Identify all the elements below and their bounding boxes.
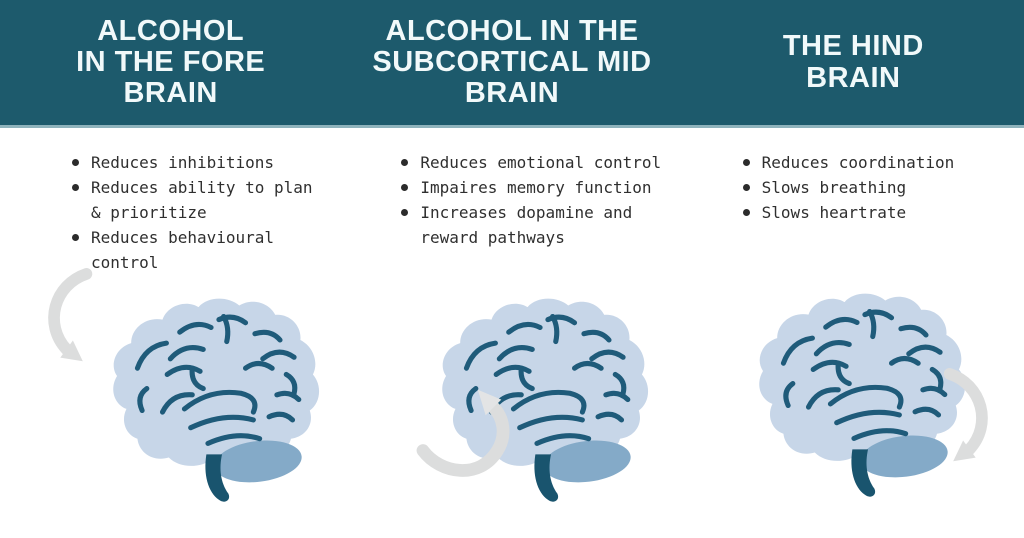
list-item: Increases dopamine and reward pathways bbox=[399, 200, 672, 250]
header-cell-hindbrain: THE HIND BRAIN bbox=[683, 0, 1024, 125]
curved-arrow-icon bbox=[48, 268, 93, 362]
title-hindbrain: THE HIND BRAIN bbox=[782, 30, 924, 94]
header-cell-midbrain: ALCOHOL IN THE SUBCORTICAL MID BRAIN bbox=[341, 0, 682, 125]
content-area: Reduces inhibitions Reduces ability to p… bbox=[0, 128, 1024, 538]
column-hindbrain: Reduces coordination Slows breathing Slo… bbox=[683, 128, 1024, 538]
list-item: Reduces ability to plan & prioritize bbox=[70, 175, 323, 225]
column-midbrain: Reduces emotional control Impaires memor… bbox=[341, 128, 682, 538]
bullet-list-forebrain: Reduces inhibitions Reduces ability to p… bbox=[0, 128, 341, 275]
header-cell-forebrain: ALCOHOL IN THE FORE BRAIN bbox=[0, 0, 341, 125]
list-item: Reduces inhibitions bbox=[70, 150, 323, 175]
bullet-list-midbrain: Reduces emotional control Impaires memor… bbox=[341, 128, 682, 250]
brain-illustration bbox=[738, 288, 973, 500]
curved-arrow-icon bbox=[943, 368, 988, 462]
list-item: Reduces behavioural control bbox=[70, 225, 323, 275]
title-midbrain: ALCOHOL IN THE SUBCORTICAL MID BRAIN bbox=[372, 14, 652, 110]
brain-illustration bbox=[421, 293, 656, 505]
brain-illustration bbox=[92, 293, 327, 505]
list-item: Slows breathing bbox=[741, 175, 1014, 200]
list-item: Reduces coordination bbox=[741, 150, 1014, 175]
column-forebrain: Reduces inhibitions Reduces ability to p… bbox=[0, 128, 341, 538]
list-item: Slows heartrate bbox=[741, 200, 1014, 225]
header-band: ALCOHOL IN THE FORE BRAIN ALCOHOL IN THE… bbox=[0, 0, 1024, 128]
bullet-list-hindbrain: Reduces coordination Slows breathing Slo… bbox=[683, 128, 1024, 225]
curved-arrow-icon bbox=[416, 389, 510, 477]
list-item: Reduces emotional control bbox=[399, 150, 672, 175]
list-item: Impaires memory function bbox=[399, 175, 672, 200]
title-forebrain: ALCOHOL IN THE FORE BRAIN bbox=[76, 14, 266, 110]
